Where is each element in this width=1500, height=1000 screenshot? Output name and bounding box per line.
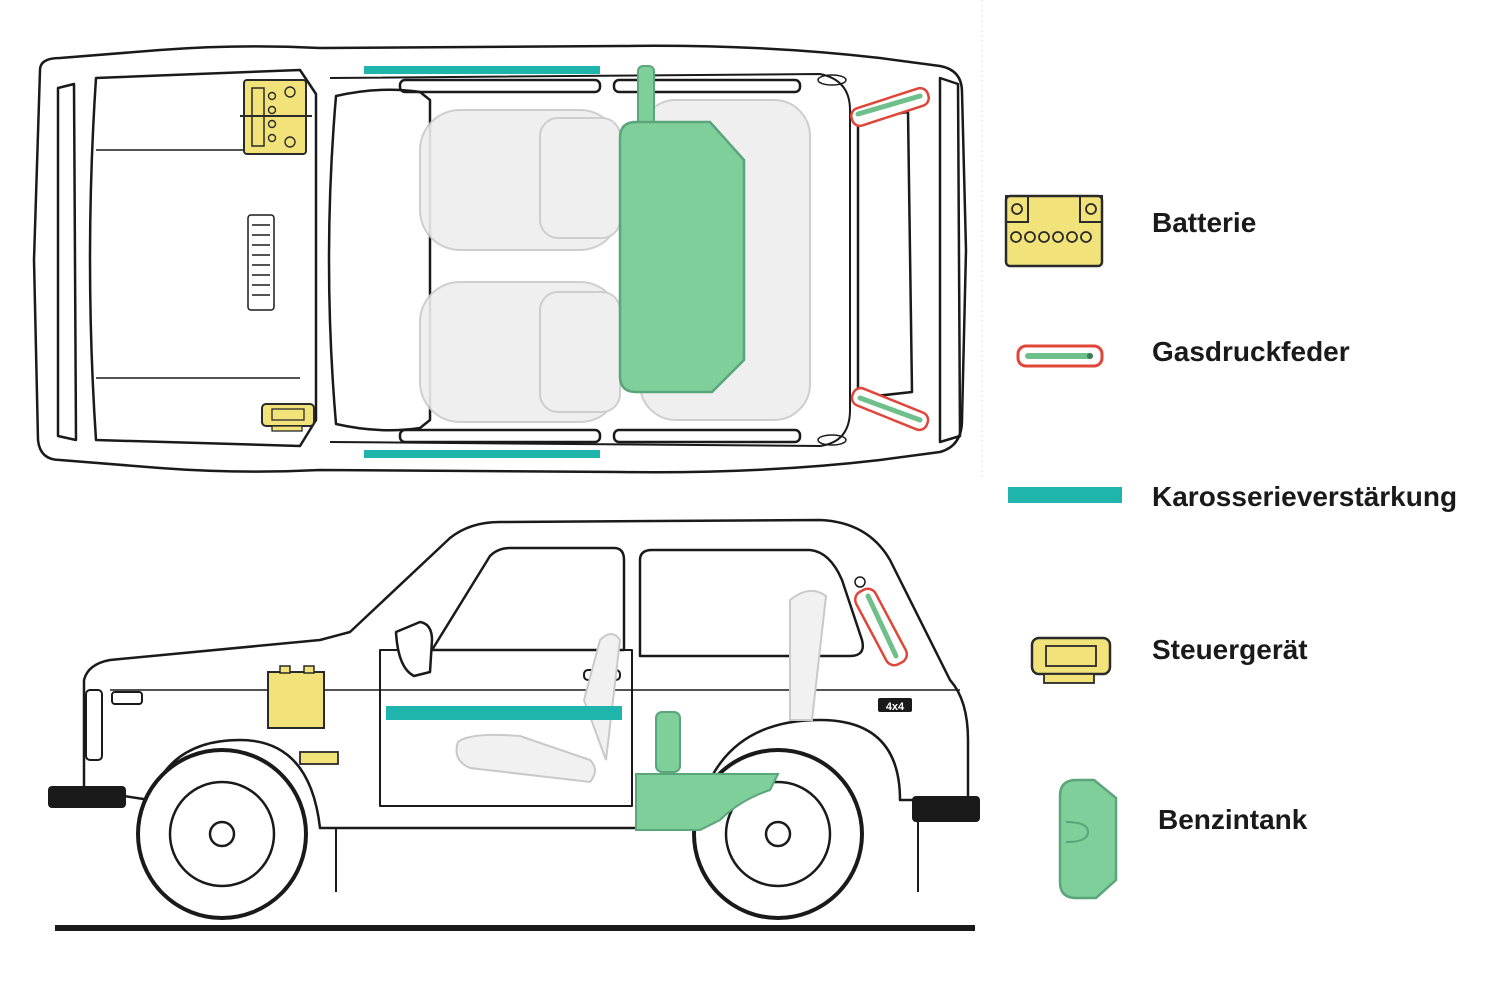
gas-spring-side (852, 586, 910, 669)
front-bumper-side (48, 786, 126, 808)
legend-label-battery: Batterie (1152, 207, 1256, 238)
side-window-left-front (400, 80, 600, 92)
seats-top-view (420, 100, 810, 422)
reinforcement-bar-icon (1008, 487, 1122, 503)
side-window-right-front (400, 430, 600, 442)
battery-side (268, 666, 324, 728)
legend-item-battery: Batterie (1006, 196, 1256, 266)
side-mirror (396, 622, 432, 676)
reinforcement-top-right (364, 450, 600, 458)
gas-spring-top-1 (849, 86, 931, 128)
reinforcement-side (386, 706, 622, 720)
gas-spring-icon (1018, 346, 1102, 366)
front-side-window (432, 548, 624, 650)
gas-spring-top-2 (850, 386, 931, 433)
hood-vents (248, 215, 274, 310)
battery-icon (1006, 196, 1102, 266)
fuel-tank-icon (1060, 780, 1116, 898)
rear-bumper-top (940, 78, 960, 442)
side-window-right-rear (614, 430, 800, 442)
rear-side-window (640, 550, 863, 656)
battery-top (240, 80, 312, 154)
legend-item-fuel-tank: Benzintank (1060, 780, 1308, 898)
control-unit-top (262, 404, 314, 431)
front-bumper-top (58, 84, 76, 440)
legend-item-reinforcement: Karosserieverstärkung (1008, 481, 1457, 512)
windshield (329, 90, 430, 431)
rear-window (858, 112, 912, 398)
legend-item-control-unit: Steuergerät (1032, 634, 1308, 683)
control-unit-icon (1032, 638, 1110, 683)
legend-label-gas-spring: Gasdruckfeder (1152, 336, 1350, 367)
legend-label-reinforcement: Karosserieverstärkung (1152, 481, 1457, 512)
rear-bumper-side (912, 796, 980, 822)
control-unit-side (300, 752, 338, 764)
legend: Batterie Gasdruckfeder Karosserieverstär… (1006, 196, 1457, 898)
badge-4x4: 4x4 (886, 701, 905, 713)
front-wheel (138, 750, 306, 918)
legend-label-control-unit: Steuergerät (1152, 634, 1308, 665)
legend-label-fuel-tank: Benzintank (1158, 804, 1308, 835)
legend-item-gas-spring: Gasdruckfeder (1018, 336, 1350, 367)
reinforcement-top-left (364, 66, 600, 74)
